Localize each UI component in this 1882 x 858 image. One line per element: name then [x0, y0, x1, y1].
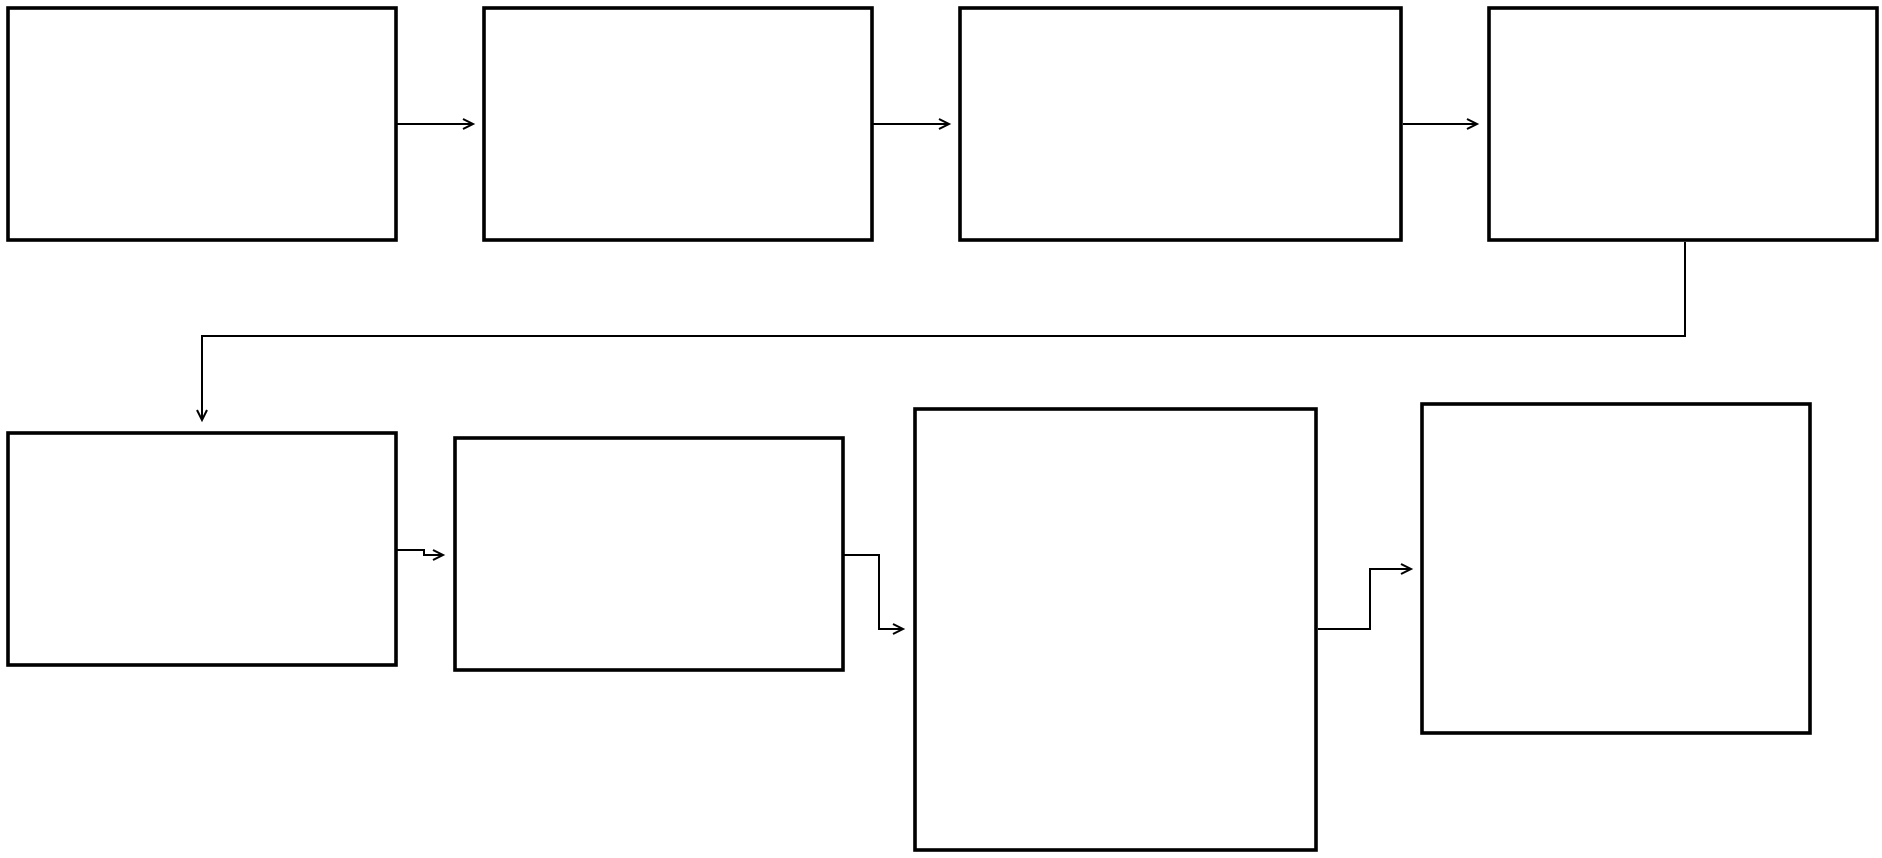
connector-step-5-to-step-6: [397, 549, 446, 561]
flow-step-7[interactable]: [913, 407, 1318, 852]
flow-step-3[interactable]: [958, 6, 1403, 242]
flow-step-6[interactable]: [453, 436, 845, 672]
flow-step-8[interactable]: [1420, 402, 1812, 735]
flow-step-5[interactable]: [6, 431, 398, 667]
connector-step-7-to-step-8: [1318, 563, 1414, 630]
flow-step-1[interactable]: [6, 6, 398, 242]
connector-layer: [196, 118, 1686, 635]
connector-step-6-to-step-7: [844, 554, 906, 635]
flow-step-2[interactable]: [482, 6, 874, 242]
node-layer: [6, 6, 1879, 852]
connector-step-4-to-step-5: [196, 242, 1686, 423]
flow-step-4[interactable]: [1487, 6, 1879, 242]
